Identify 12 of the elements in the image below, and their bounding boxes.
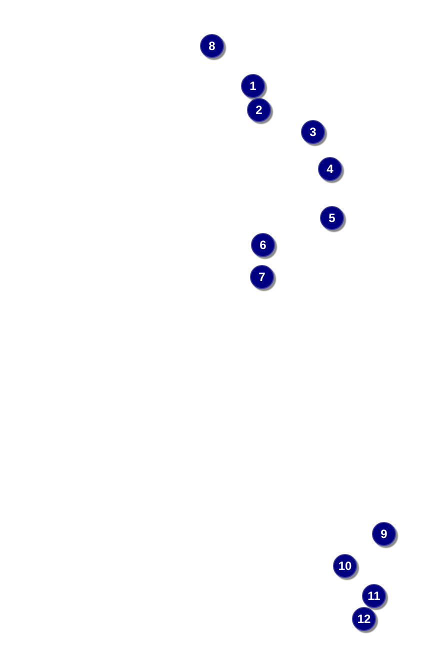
callout-number: 6 xyxy=(251,233,275,257)
callout-number: 9 xyxy=(372,522,396,546)
callout-number: 5 xyxy=(320,206,344,230)
callout-number: 2 xyxy=(247,98,271,122)
callout-number: 8 xyxy=(200,34,224,58)
callout-number: 7 xyxy=(250,265,274,289)
callout-number: 3 xyxy=(301,120,325,144)
callout-number: 4 xyxy=(318,157,342,181)
callout-number: 12 xyxy=(352,607,376,631)
callout-number: 10 xyxy=(333,554,357,578)
callout-number: 1 xyxy=(241,74,265,98)
callout-number: 11 xyxy=(362,584,386,608)
